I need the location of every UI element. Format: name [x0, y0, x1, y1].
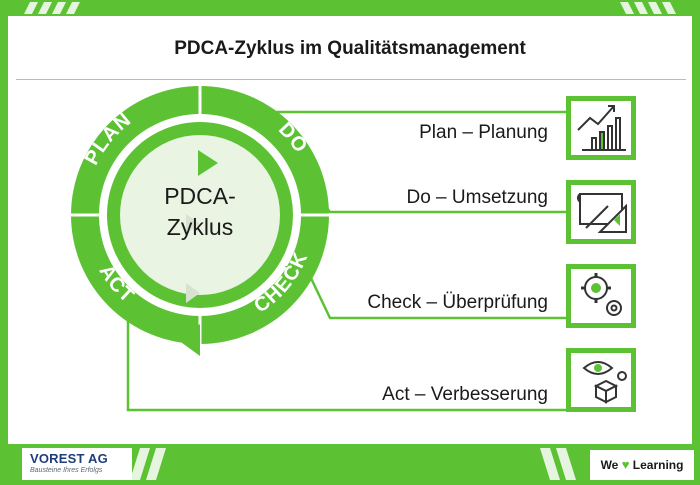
blueprint-ruler-icon [577, 193, 627, 233]
growth-chart-icon [577, 105, 626, 151]
step-label-do: Do – Umsetzung [406, 187, 548, 208]
we-love-learning-badge: We ♥ Learning [590, 450, 694, 480]
eye-cube-icon [582, 361, 627, 404]
gears-icon [581, 273, 622, 316]
title-divider [16, 79, 686, 80]
step-box-plan [566, 96, 636, 160]
logo-tagline: Bausteine Ihres Erfolgs [30, 467, 103, 474]
step-box-do [566, 180, 636, 244]
footer-stripes [130, 448, 576, 480]
page-title: PDCA-Zyklus im Qualitätsmanagement [174, 38, 526, 59]
heart-icon: ♥ [621, 457, 630, 472]
step-label-check: Check – Überprüfung [367, 292, 548, 313]
step-label-plan: Plan – Planung [419, 122, 548, 143]
badge-we: We [600, 458, 619, 472]
step-box-check [566, 264, 636, 328]
pdca-diagram: PLAN DO CHECK ACT PDCA- Zyklus Plan – Pl… [71, 86, 636, 412]
step-label-act: Act – Verbesserung [382, 384, 548, 405]
vorest-logo: VOREST AG Bausteine Ihres Erfolgs [22, 448, 132, 480]
center-inner [120, 135, 280, 295]
badge-learning: Learning [632, 458, 684, 472]
step-box-act [566, 348, 636, 412]
logo-name: VOREST AG [30, 451, 108, 466]
top-stripes [24, 2, 676, 14]
center-title-line1: PDCA- [164, 183, 236, 209]
center-arrow-marks [186, 214, 200, 303]
ring-arrows [82, 150, 307, 356]
center-title-line2: Zyklus [167, 214, 233, 240]
